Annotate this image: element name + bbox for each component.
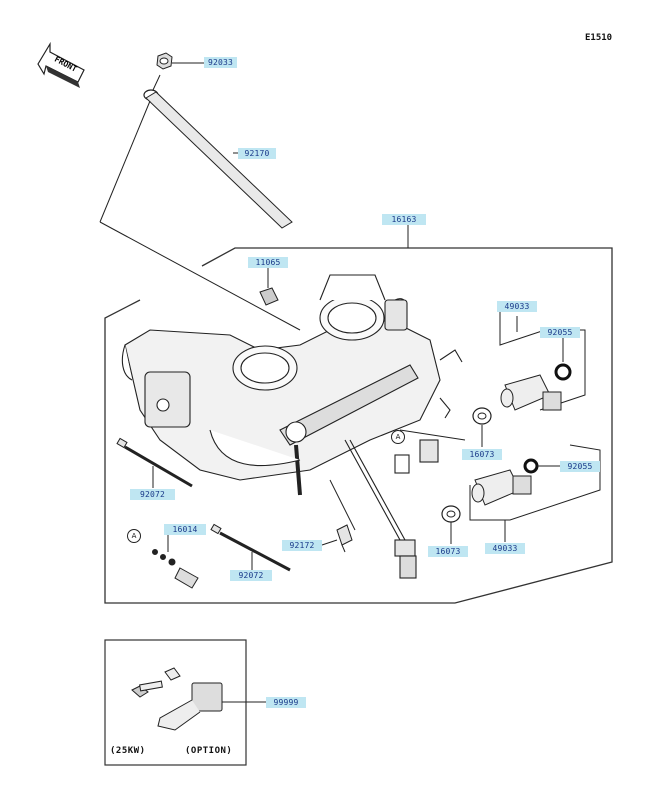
stay-rod-icon: [143, 74, 293, 229]
sleeve-icon: [259, 287, 279, 306]
leader-line: [99, 100, 151, 223]
part-label[interactable]: 92033: [204, 57, 237, 68]
injector-icon: [500, 374, 562, 411]
seal-inner: [477, 412, 487, 420]
part-label[interactable]: 49033: [485, 543, 525, 554]
part-label[interactable]: 16163: [382, 214, 426, 225]
assembly-outline: [104, 247, 613, 604]
ref-marker-a: A: [391, 430, 405, 444]
part-label[interactable]: 92055: [540, 327, 580, 338]
part-label[interactable]: 49033: [497, 301, 537, 312]
cable-tie-icon: [116, 437, 193, 488]
part-label[interactable]: 11065: [248, 257, 288, 268]
injector-icon: [471, 469, 532, 506]
option-harness-icon: [131, 667, 223, 731]
plug-set-icon: [152, 535, 199, 589]
o-ring-icon: [523, 458, 539, 474]
harness-icon: [344, 439, 417, 579]
seal-icon: [441, 505, 461, 523]
part-label[interactable]: 92072: [130, 489, 175, 500]
seal-inner: [446, 510, 456, 518]
option-caption-right: (OPTION): [185, 746, 233, 756]
o-ring-icon: [554, 363, 572, 381]
part-label[interactable]: 92170: [238, 148, 276, 159]
front-arrow-icon: FRONT: [37, 41, 85, 88]
leader-line: [329, 479, 356, 531]
part-label[interactable]: 92055: [560, 461, 600, 472]
leader-line: [399, 429, 466, 441]
part-label[interactable]: 92072: [230, 570, 272, 581]
part-label[interactable]: 16073: [462, 449, 502, 460]
cable-tie-icon: [210, 523, 291, 572]
ref-marker-a: A: [127, 529, 141, 543]
injector-bracket: [469, 444, 601, 521]
diagram-code: E1510: [585, 33, 613, 43]
part-label[interactable]: 92172: [282, 540, 322, 551]
part-label[interactable]: 16014: [164, 524, 206, 535]
seal-icon: [472, 407, 492, 425]
nut-icon: [156, 52, 173, 70]
option-caption-left: (25KW): [110, 746, 146, 756]
leader-line: [99, 221, 301, 331]
leader-line: [321, 539, 338, 546]
part-label[interactable]: 16073: [428, 546, 468, 557]
throttle-body-icon: [121, 274, 463, 496]
part-label[interactable]: 99999: [266, 697, 306, 708]
bolt-icon: [336, 524, 353, 553]
